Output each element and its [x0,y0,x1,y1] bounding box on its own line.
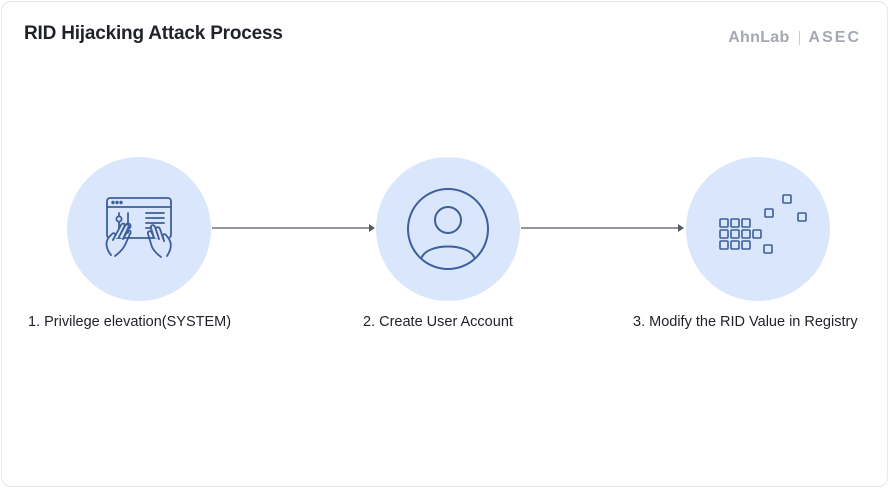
step-2-circle [376,157,520,301]
user-account-icon [407,188,489,270]
diagram-title: RID Hijacking Attack Process [24,23,283,44]
hands-on-keyboard-icon [105,197,172,258]
step-1-circle [67,157,211,301]
brand-separator [798,31,800,45]
step-3-circle [686,157,830,301]
registry-blocks-icon [719,194,807,254]
arrow-step-1-to-2 [212,224,375,232]
step-2-label: 2. Create User Account [363,314,513,330]
brand-logo-text: AhnLab [728,29,790,46]
step-1-label: 1. Privilege elevation(SYSTEM) [28,314,232,330]
brand-sub-text: ASEC [808,29,861,46]
arrow-step-2-to-3 [521,224,684,232]
brand-logo: AhnLab ASEC [728,29,861,47]
step-3-label: 3. Modify the RID Value in Registry [633,314,858,330]
